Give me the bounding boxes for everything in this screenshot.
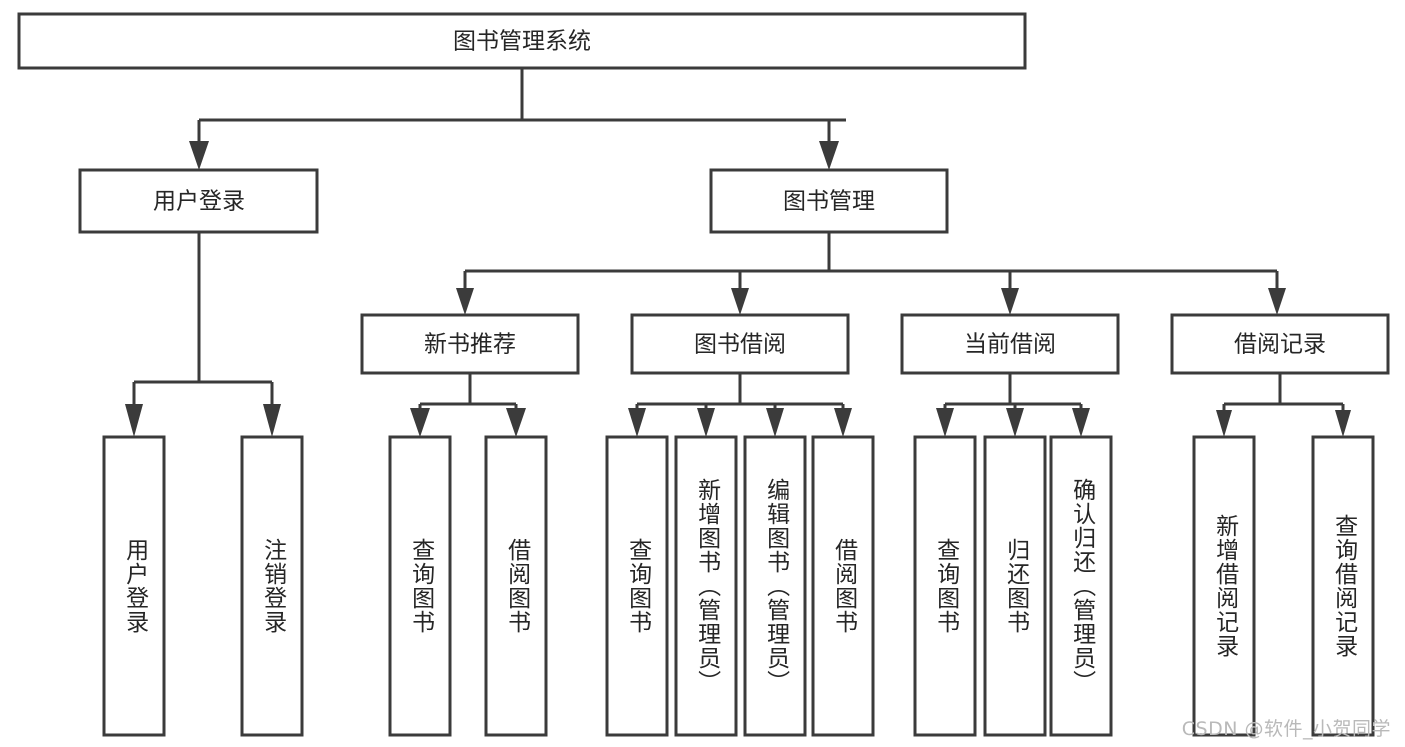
- node-leaf-query-book-2[interactable]: [605, 435, 669, 737]
- node-book-management-label: 图书管理: [783, 189, 875, 215]
- node-leaf-borrow-book-1[interactable]: [484, 435, 548, 737]
- node-new-book-recommend[interactable]: [360, 313, 580, 375]
- arrow-head-leaf-query-book-3: [936, 408, 954, 437]
- arrow-head-leaf-user-login: [125, 404, 143, 437]
- arrow-head-leaf-edit-book: [766, 408, 784, 437]
- node-borrow-record-label: 借阅记录: [1234, 332, 1326, 358]
- node-leaf-confirm-return[interactable]: [1049, 435, 1113, 737]
- node-new-book-recommend-label: 新书推荐: [424, 332, 516, 358]
- arrow-head-book-management: [819, 141, 839, 170]
- arrow-head-leaf-user-logout: [263, 404, 281, 437]
- node-leaf-query-book-1[interactable]: [388, 435, 452, 737]
- node-leaf-query-book-3[interactable]: [913, 435, 977, 737]
- node-book-borrow-label: 图书借阅: [694, 332, 786, 358]
- arrow-head-current-borrow: [1001, 288, 1019, 315]
- node-root-label: 图书管理系统: [453, 29, 591, 55]
- node-leaf-return-book[interactable]: [983, 435, 1047, 737]
- arrow-head-leaf-borrow-book-2: [834, 408, 852, 437]
- node-leaf-borrow-book-2[interactable]: [811, 435, 875, 737]
- arrow-head-leaf-query-record: [1335, 410, 1351, 437]
- arrow-head-book-borrow: [731, 288, 749, 315]
- arrow-head-leaf-return-book: [1006, 408, 1024, 437]
- node-leaf-user-logout[interactable]: [240, 435, 304, 737]
- arrow-head-leaf-add-record: [1216, 410, 1232, 437]
- node-current-borrow-label: 当前借阅: [964, 332, 1056, 358]
- node-leaf-user-login[interactable]: [102, 435, 166, 737]
- node-user-login-label: 用户登录: [153, 189, 245, 215]
- node-leaf-add-book[interactable]: [674, 435, 738, 737]
- node-book-borrow[interactable]: [630, 313, 850, 375]
- arrow-head-leaf-confirm-return: [1072, 408, 1090, 437]
- node-current-borrow[interactable]: [900, 313, 1120, 375]
- arrow-head-leaf-borrow-book-1: [506, 408, 526, 437]
- arrow-head-leaf-query-book-2: [628, 408, 646, 437]
- arrow-head-leaf-query-book-1: [410, 408, 430, 437]
- node-root[interactable]: [17, 12, 1027, 70]
- csdn-watermark: CSDN @软件_小贺同学: [1181, 718, 1391, 740]
- node-leaf-query-record[interactable]: [1311, 435, 1375, 737]
- node-book-management[interactable]: [709, 168, 949, 234]
- arrow-head-borrow-record: [1268, 288, 1286, 315]
- arrow-head-new-book-recommend: [456, 288, 474, 315]
- node-user-login[interactable]: [78, 168, 319, 234]
- arrow-head-leaf-add-book: [697, 408, 715, 437]
- arrow-head-user-login: [189, 141, 209, 170]
- node-leaf-edit-book[interactable]: [743, 435, 807, 737]
- node-leaf-add-record[interactable]: [1192, 435, 1256, 737]
- node-borrow-record[interactable]: [1170, 313, 1390, 375]
